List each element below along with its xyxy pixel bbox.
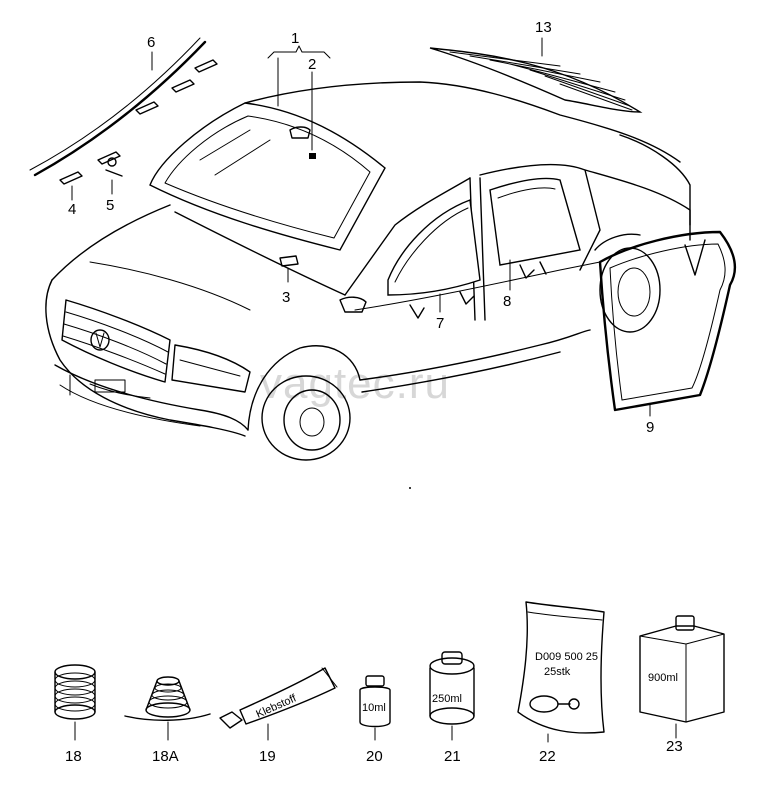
bracket-part-3 <box>279 255 299 283</box>
callout-23: 23 <box>666 738 683 755</box>
cleaner-canister-23: 900ml <box>639 615 725 723</box>
callout-22: 22 <box>539 748 556 765</box>
callout-18: 18 <box>65 748 82 765</box>
callout-2: 2 <box>308 56 316 73</box>
callout-13: 13 <box>535 19 552 36</box>
callout-8: 8 <box>503 293 511 310</box>
rear-door-window-part-8 <box>489 177 581 291</box>
car-body-illustration <box>45 81 691 461</box>
parts-bag-22: D009 500 25 25stk <box>517 601 605 734</box>
clips-part-4 <box>59 59 218 201</box>
callout-20: 20 <box>366 748 383 765</box>
bag-part-number: D009 500 25 <box>535 651 598 663</box>
windscreen-part-1 <box>149 102 386 251</box>
callout-7: 7 <box>436 315 444 332</box>
trim-strip-part-6 <box>29 37 207 177</box>
small-bottle-20: 10ml <box>359 675 391 728</box>
adhesive-tube-19: Klebstoff <box>219 667 338 729</box>
callout-3: 3 <box>282 289 290 306</box>
can-label: 250ml <box>432 693 462 705</box>
canister-label: 900ml <box>648 672 678 684</box>
front-door-window-part-7 <box>387 199 481 319</box>
callout-5: 5 <box>106 197 114 214</box>
callout-6: 6 <box>147 34 155 51</box>
rear-window-part-13 <box>429 37 643 113</box>
adhesive-bead-coil-18 <box>54 664 96 720</box>
callout-1: 1 <box>291 30 299 47</box>
callout-18a: 18A <box>152 748 179 765</box>
callout-9: 9 <box>646 419 654 436</box>
small-bottle-label: 10ml <box>362 702 386 714</box>
screw-part-5 <box>105 157 123 195</box>
callout-19: 19 <box>259 748 276 765</box>
adhesive-bead-cone-18a <box>124 676 211 721</box>
bag-quantity: 25stk <box>544 666 571 678</box>
callout-4: 4 <box>68 201 76 218</box>
door-seal-part-9 <box>598 230 737 417</box>
primer-can-21: 250ml <box>429 651 475 725</box>
callout-21: 21 <box>444 748 461 765</box>
